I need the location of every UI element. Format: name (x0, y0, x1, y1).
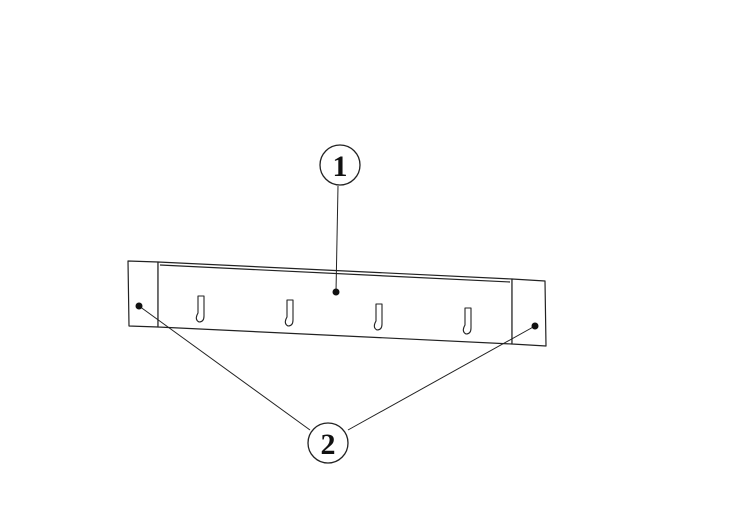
hook-icon (284, 299, 294, 327)
leader-line-2-left (138, 305, 311, 431)
callout-1: 1 (319, 144, 361, 186)
callout-1-label: 1 (333, 150, 348, 183)
right-end-board (511, 278, 547, 347)
hook-icon (462, 307, 472, 335)
hook-icon (195, 295, 205, 323)
leader-line-2-right (347, 325, 536, 431)
point-marker (332, 288, 340, 296)
hooks (195, 295, 472, 335)
rail-top-edge (159, 264, 511, 283)
hook-icon (373, 303, 383, 331)
callout-2-label: 2 (321, 428, 336, 461)
leader-line-1 (335, 185, 339, 293)
main-rail-board (157, 261, 513, 345)
point-marker (531, 322, 539, 330)
point-marker (135, 302, 143, 310)
callout-2: 2 (307, 422, 349, 464)
